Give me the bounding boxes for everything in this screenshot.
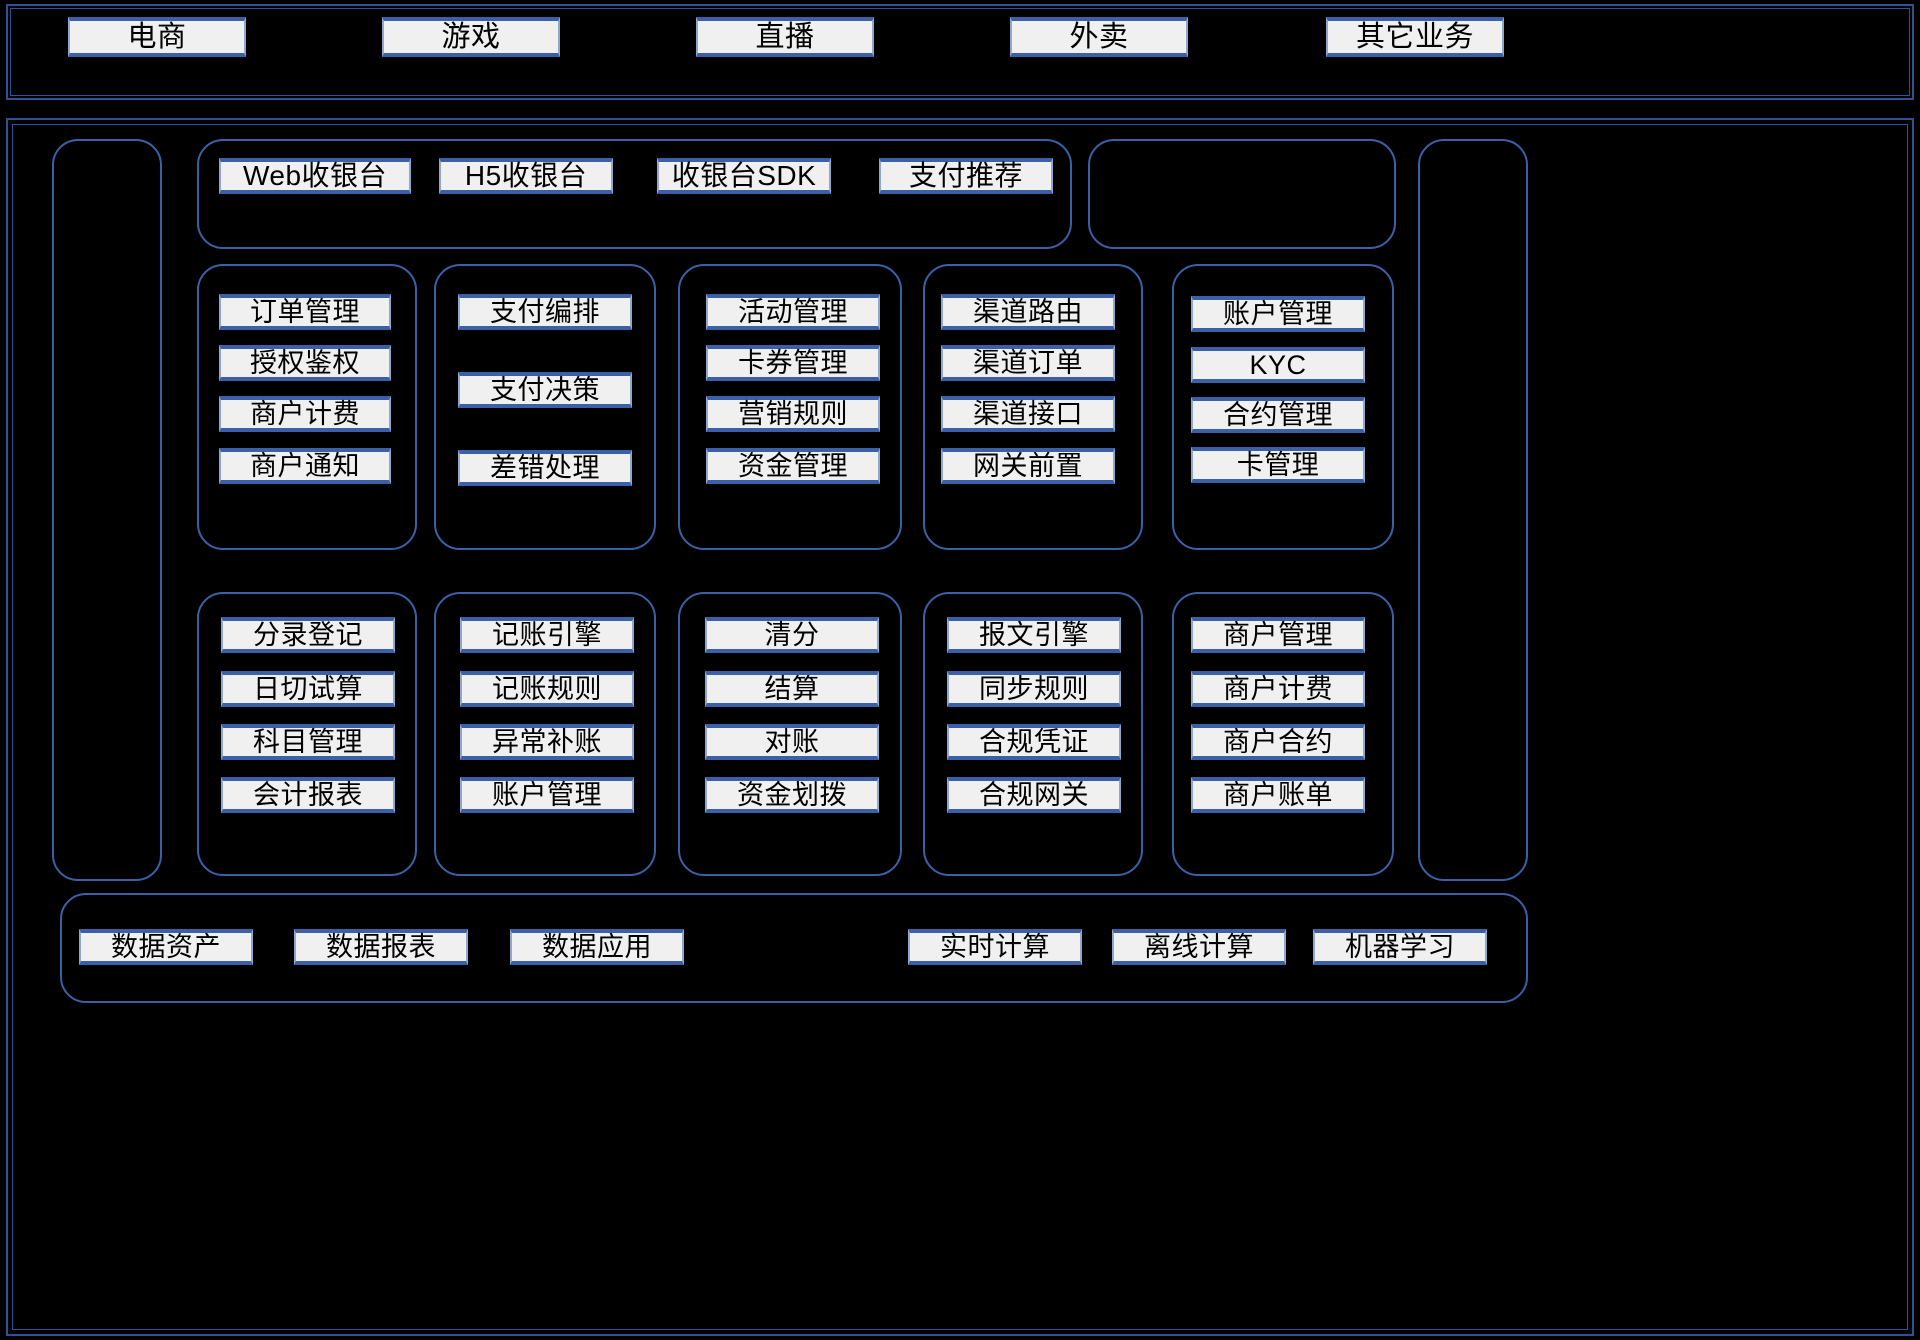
business-lines-frame — [6, 4, 1914, 100]
module-chip[interactable]: 渠道路由 — [941, 294, 1115, 330]
cashier-chip[interactable]: 支付推荐 — [879, 158, 1053, 194]
module-chip[interactable]: 营销规则 — [706, 396, 880, 432]
payment-orchestration-group — [434, 264, 656, 550]
module-chip[interactable]: 报文引擎 — [947, 617, 1121, 653]
module-chip[interactable]: 结算 — [705, 671, 879, 707]
data-platform-chip[interactable]: 数据报表 — [294, 929, 468, 965]
module-chip[interactable]: 分录登记 — [221, 617, 395, 653]
cashier-chip[interactable]: H5收银台 — [439, 158, 613, 194]
cashier-extra-group — [1088, 139, 1396, 249]
side-panel-right — [1418, 139, 1528, 881]
data-platform-group — [60, 893, 1528, 1003]
clearing-group — [678, 592, 902, 876]
data-platform-chip[interactable]: 数据资产 — [79, 929, 253, 965]
module-chip[interactable]: 同步规则 — [947, 671, 1121, 707]
side-panel-left — [52, 139, 162, 881]
module-chip[interactable]: 卡券管理 — [706, 345, 880, 381]
activity-group — [678, 264, 902, 550]
business-line-chip[interactable]: 游戏 — [382, 17, 560, 57]
business-line-chip[interactable]: 电商 — [68, 17, 246, 57]
module-chip[interactable]: 渠道订单 — [941, 345, 1115, 381]
module-chip[interactable]: 合约管理 — [1191, 397, 1365, 433]
module-chip[interactable]: 商户账单 — [1191, 777, 1365, 813]
channel-group — [923, 264, 1143, 550]
bookkeeping-entry-group — [197, 592, 417, 876]
module-chip[interactable]: 网关前置 — [941, 448, 1115, 484]
cashier-group — [197, 139, 1072, 249]
module-chip[interactable]: 卡管理 — [1191, 447, 1365, 483]
account-group — [1172, 264, 1394, 550]
module-chip[interactable]: 商户合约 — [1191, 724, 1365, 760]
module-chip[interactable]: 支付编排 — [458, 294, 632, 330]
business-line-chip[interactable]: 其它业务 — [1326, 17, 1504, 57]
module-chip[interactable]: 资金管理 — [706, 448, 880, 484]
module-chip[interactable]: 账户管理 — [460, 777, 634, 813]
business-line-chip[interactable]: 外卖 — [1010, 17, 1188, 57]
cashier-chip[interactable]: 收银台SDK — [657, 158, 831, 194]
module-chip[interactable]: KYC — [1191, 347, 1365, 383]
platform-frame — [6, 118, 1914, 1336]
module-chip[interactable]: 差错处理 — [458, 450, 632, 486]
module-chip[interactable]: 清分 — [705, 617, 879, 653]
module-chip[interactable]: 资金划拨 — [705, 777, 879, 813]
module-chip[interactable]: 订单管理 — [219, 294, 391, 330]
module-chip[interactable]: 活动管理 — [706, 294, 880, 330]
module-chip[interactable]: 商户计费 — [219, 396, 391, 432]
module-chip[interactable]: 科目管理 — [221, 724, 395, 760]
module-chip[interactable]: 支付决策 — [458, 372, 632, 408]
module-chip[interactable]: 记账引擎 — [460, 617, 634, 653]
module-chip[interactable]: 日切试算 — [221, 671, 395, 707]
order-group — [197, 264, 417, 550]
accounting-engine-group — [434, 592, 656, 876]
platform-frame-inner — [12, 124, 1908, 1330]
data-platform-chip[interactable]: 数据应用 — [510, 929, 684, 965]
module-chip[interactable]: 商户计费 — [1191, 671, 1365, 707]
message-engine-group — [923, 592, 1143, 876]
module-chip[interactable]: 商户管理 — [1191, 617, 1365, 653]
module-chip[interactable]: 授权鉴权 — [219, 345, 391, 381]
business-line-chip[interactable]: 直播 — [696, 17, 874, 57]
module-chip[interactable]: 渠道接口 — [941, 396, 1115, 432]
module-chip[interactable]: 商户通知 — [219, 448, 391, 484]
merchant-group — [1172, 592, 1394, 876]
module-chip[interactable]: 异常补账 — [460, 724, 634, 760]
module-chip[interactable]: 会计报表 — [221, 777, 395, 813]
data-platform-chip[interactable]: 机器学习 — [1313, 929, 1487, 965]
data-platform-chip[interactable]: 离线计算 — [1112, 929, 1286, 965]
business-lines-frame-inner — [10, 8, 1910, 96]
module-chip[interactable]: 合规凭证 — [947, 724, 1121, 760]
cashier-chip[interactable]: Web收银台 — [219, 158, 411, 194]
module-chip[interactable]: 记账规则 — [460, 671, 634, 707]
module-chip[interactable]: 合规网关 — [947, 777, 1121, 813]
data-platform-chip[interactable]: 实时计算 — [908, 929, 1082, 965]
module-chip[interactable]: 对账 — [705, 724, 879, 760]
module-chip[interactable]: 账户管理 — [1191, 296, 1365, 332]
